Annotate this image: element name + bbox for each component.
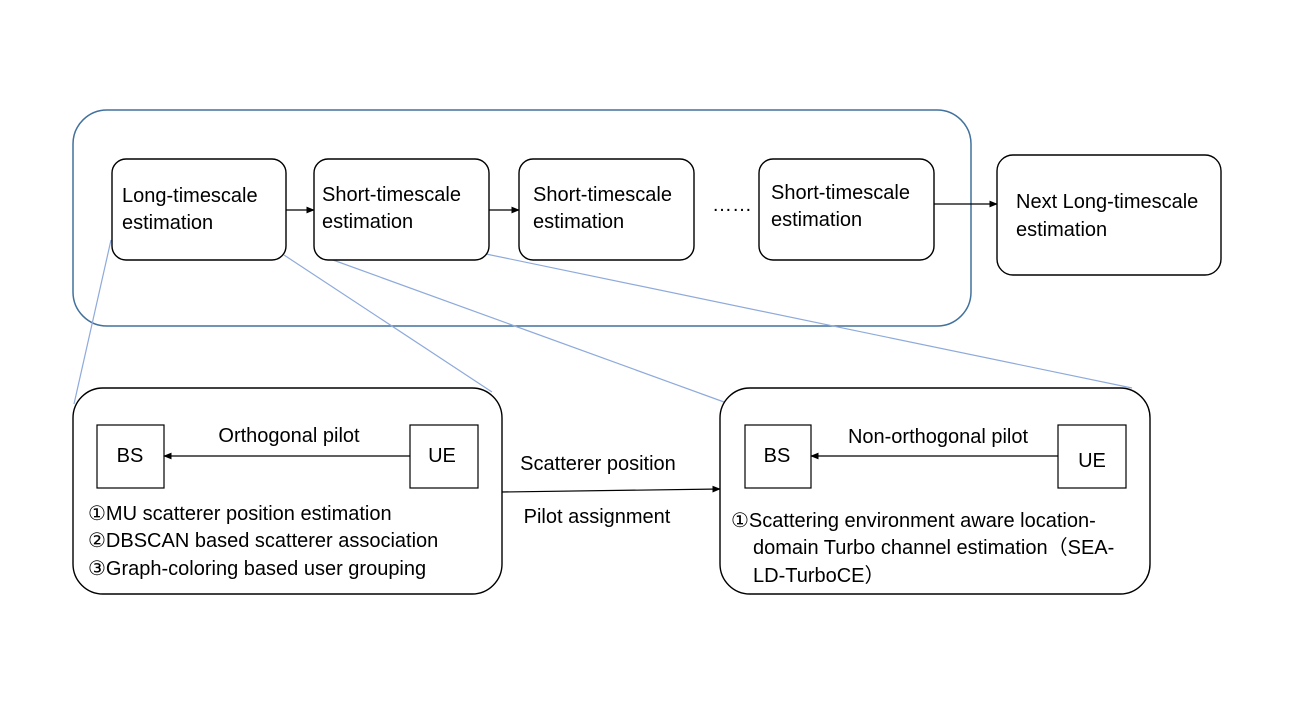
right-step-line-1: ①Scattering environment aware location- (731, 510, 1096, 532)
node-next-long-timescale: Next Long-timescale estimation (996, 154, 1222, 276)
node-short3-line1: Short-timescale (771, 182, 910, 204)
node-short1-line1: Short-timescale (322, 184, 461, 206)
left-step-3: ③Graph-coloring based user grouping (88, 558, 426, 580)
right-ue-label: UE (1078, 450, 1106, 472)
left-step-2: ②DBSCAN based scatterer association (88, 530, 438, 552)
connector-long-left (73, 239, 112, 405)
node-next-line1: Next Long-timescale (1016, 191, 1198, 213)
node-long-line2: estimation (122, 212, 213, 234)
node-long-line1: Long-timescale (122, 185, 258, 207)
label-scatterer-position: Scatterer position (520, 453, 676, 475)
right-step-line-2: domain Turbo channel estimation（SEA- (753, 536, 1114, 559)
panel-short-timescale-detail: BS UE Non-orthogonal pilot ①Scattering e… (719, 387, 1151, 595)
left-bs-box (96, 424, 165, 489)
node-short1-line2: estimation (322, 211, 413, 233)
node-short-timescale-3: Short-timescale estimation (758, 158, 935, 261)
node-short-timescale-2: Short-timescale estimation (518, 158, 695, 261)
right-ue-box (1057, 424, 1127, 489)
left-ue-label: UE (428, 445, 456, 467)
node-long-timescale: Long-timescale estimation (111, 158, 287, 261)
right-pilot-label: Non-orthogonal pilot (848, 426, 1029, 448)
left-pilot-label: Orthogonal pilot (218, 425, 360, 447)
left-step-1: ①MU scatterer position estimation (88, 503, 392, 525)
right-step-line-3: LD-TurboCE） (753, 564, 885, 587)
connector-short-left (332, 259, 725, 403)
label-pilot-assignment: Pilot assignment (524, 506, 671, 528)
timeline-ellipsis: …… (712, 194, 752, 216)
node-short2-line1: Short-timescale (533, 184, 672, 206)
connector-long-right (283, 254, 493, 393)
zoom-connectors (73, 239, 1133, 405)
panel-long-timescale-detail: BS UE Orthogonal pilot ①MU scatterer pos… (72, 387, 503, 595)
arrow-long-to-short-detail (501, 485, 721, 493)
left-ue-box (409, 424, 479, 489)
right-bs-label: BS (764, 445, 791, 467)
node-short2-line2: estimation (533, 211, 624, 233)
left-bs-label: BS (117, 445, 144, 467)
node-short-timescale-1: Short-timescale estimation (313, 158, 490, 261)
node-short3-line2: estimation (771, 209, 862, 231)
timeline-group-frame (72, 109, 972, 327)
connector-short-right (485, 253, 1133, 389)
node-next-line2: estimation (1016, 219, 1107, 241)
